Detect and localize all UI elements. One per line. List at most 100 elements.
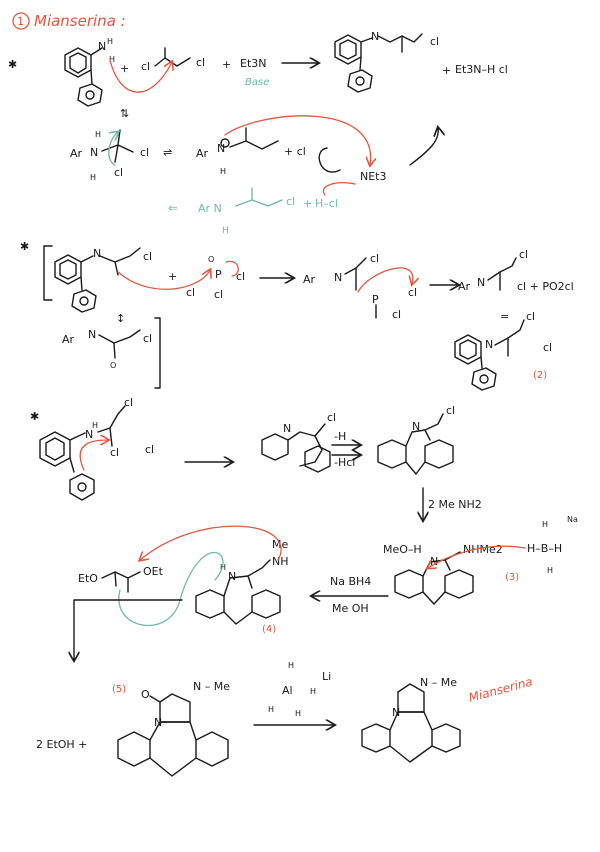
step1-net3: NEt3 [360, 170, 387, 183]
step1-product-n: N [371, 30, 379, 43]
step3-borohydride-h: H [542, 520, 548, 529]
step2-res-n: N [88, 328, 96, 341]
page-title: Mianserina : [34, 12, 126, 30]
step2-right-cl: cl [519, 248, 528, 261]
step1-tetra-h1: H [95, 130, 101, 139]
step3-arrow-teal [118, 552, 224, 627]
step1-tetra-n: N [90, 146, 98, 159]
step3-nhme2: NHMe2 [463, 543, 503, 556]
step2-right-n: N [477, 276, 485, 289]
step3-minus-h: -H [334, 430, 346, 443]
step2-pocl3-cl2: cl [186, 286, 195, 299]
step3-cl-ring: cl [110, 446, 119, 459]
title-number: 1 [17, 15, 24, 28]
step2-arrow-attack [117, 270, 210, 290]
step1-salt: Et3N–H cl [455, 63, 508, 76]
step1-int-ar: Ar [196, 147, 209, 160]
step2-pocl3-cl1: cl [236, 270, 245, 283]
step1-nh-h2: H [109, 55, 115, 64]
step1-eq-sign: ⇌ [163, 146, 172, 159]
step2-amide-cl: cl [143, 250, 152, 263]
step4-lactam-n-me: N – Me [193, 680, 230, 693]
step3-product-n: N [412, 420, 420, 433]
step4-lialh4-h-left: H [268, 705, 274, 714]
step2-right-ar: Ar [458, 280, 471, 293]
step3-diamine-n: N [228, 570, 236, 583]
step4-lialh4-h-bottom: H [295, 709, 301, 718]
step4-lialh4-li: Li [322, 670, 331, 683]
step4-label-5: (5) [112, 684, 126, 695]
step3-product-cl: cl [446, 404, 455, 417]
step4-byproduct: 2 EtOH + [36, 738, 87, 751]
step4-product-n-me: N – Me [420, 676, 457, 689]
step1-cl-minus: + cl [284, 145, 306, 158]
step3-minus-hcl: -Hcl [334, 456, 355, 469]
step2-marker: ✱ [20, 240, 29, 253]
step3-meoh: MeO–H [383, 543, 422, 556]
step1-plus-1: + [120, 62, 129, 75]
step2-label: (2) [533, 370, 547, 381]
step4-lactam-n: N [154, 716, 162, 729]
step3-dibenzazepine [377, 413, 454, 475]
step1-int-h: H [220, 167, 226, 176]
step2-mid-p: P [372, 293, 379, 306]
step4-lactam-o: O [141, 688, 150, 701]
step1-tetra-cl-b: cl [114, 166, 123, 179]
step4-lialh4-h-top: H [288, 661, 294, 670]
step1-tetra-ar: Ar [70, 147, 83, 160]
step1-marker: ✱ [8, 58, 17, 71]
title-number-circle [12, 12, 30, 30]
step2-res-o: O [110, 361, 116, 370]
step2-byproduct: cl + PO2cl [517, 280, 574, 293]
step3-methylamine: 2 Me NH2 [428, 498, 482, 511]
step3-diethyl-oet: OEt [143, 565, 164, 578]
step3-n: N [85, 428, 93, 441]
step1-product-cl: cl [430, 35, 439, 48]
step1-amide-h: H [222, 226, 229, 236]
step2-amide-n: N [93, 247, 101, 260]
step2-chloroiminium [454, 319, 525, 391]
step2-mid-cl: cl [370, 252, 379, 265]
step2-res-cl: cl [143, 332, 152, 345]
svg-text:↕: ↕ [116, 312, 125, 325]
step1-base-label: Base [245, 77, 269, 88]
step1-plus-3: + [303, 197, 312, 210]
step2-pocl3-o: O [208, 255, 214, 264]
step3-cyclized-intermediate [261, 423, 331, 473]
step3-label: (3) [505, 572, 519, 583]
step4-lialh4-al: Al [282, 684, 293, 697]
step3-int-n: N [283, 422, 291, 435]
step1-nh-n: N [98, 40, 106, 53]
step1-acyl-cl-right: cl [196, 56, 205, 69]
step1-et3n: Et3N [240, 57, 267, 70]
step1-benzylaniline [64, 47, 103, 107]
step2-mid-ar: Ar [303, 273, 316, 286]
step2-mid-p-cl: cl [392, 308, 401, 321]
step1-arrow-deprot [224, 115, 371, 165]
step2-res-ar: Ar [62, 333, 75, 346]
step3-chloroiminium [39, 405, 126, 501]
step1-arrow-reform [108, 132, 118, 166]
step4-lactam [117, 693, 229, 777]
step3-arrow-hydride [428, 545, 526, 568]
step2-product-cl-minus: cl [543, 341, 552, 354]
step3-diethyl-eto: EtO [78, 572, 98, 585]
step2-mid-n: N [334, 271, 342, 284]
step3-marker: ✱ [30, 410, 39, 423]
step3-to-step4-arrow [74, 599, 183, 660]
step3-diamine-h: H [220, 563, 226, 572]
step3-arrow-amidation [140, 525, 282, 560]
step3-arrow-cyclize [79, 440, 108, 471]
step1-equilibrium-arrow: ⇅ [120, 107, 129, 120]
step2-arrow-leave [357, 267, 413, 293]
step2-product-n: N [485, 338, 493, 351]
step2-pocl3-p: P [215, 268, 222, 281]
step2-amide-ring [54, 247, 141, 313]
step1-tetra-h2: H [90, 173, 96, 182]
step1-product-plus: + [442, 64, 451, 77]
step3-diamine [195, 559, 281, 625]
step4-product-n: N [392, 706, 400, 719]
step3-cl-minus: cl [145, 443, 154, 456]
